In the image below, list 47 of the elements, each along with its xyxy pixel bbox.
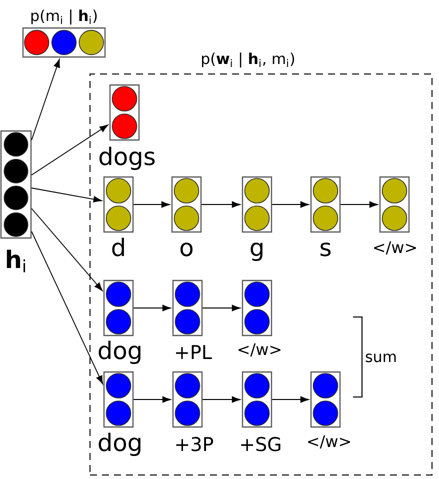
vector-box xyxy=(379,176,410,233)
arrow xyxy=(272,396,309,403)
arrow xyxy=(31,59,60,140)
vector-label: +3P xyxy=(176,436,214,452)
arrow xyxy=(31,208,103,291)
vector-box xyxy=(103,176,134,233)
group-frame xyxy=(90,74,432,476)
arrow xyxy=(201,201,240,208)
vector-label: </w> xyxy=(238,343,280,356)
vector-label: h$_{i}$ xyxy=(6,250,26,272)
arrow xyxy=(272,201,309,208)
vector-label: dog xyxy=(98,432,140,456)
vector-box xyxy=(109,84,140,141)
vector-box xyxy=(172,280,203,336)
arrow xyxy=(133,304,171,312)
vector-box xyxy=(103,371,134,428)
arrow xyxy=(133,201,170,208)
arrow xyxy=(133,396,171,403)
vector-label: </w> xyxy=(374,241,416,254)
arrow xyxy=(202,396,240,403)
vector-box xyxy=(0,130,32,239)
arrow xyxy=(202,304,240,312)
vector-box xyxy=(171,176,202,233)
vector-label: g xyxy=(250,242,262,261)
arrow xyxy=(31,231,104,384)
arrow xyxy=(31,124,108,176)
vector-label: o xyxy=(180,242,193,256)
vector-box xyxy=(242,176,272,233)
vector-label: </w> xyxy=(308,435,350,448)
vector-box xyxy=(310,176,341,233)
vector-label: +PL xyxy=(176,345,212,359)
vector-label: d xyxy=(112,238,124,256)
vector-box xyxy=(103,280,134,336)
vector-box xyxy=(242,371,272,428)
probability-label: p(w$_{i}$ | h$_{i}$, m$_{i}$) xyxy=(202,52,294,68)
arrow xyxy=(31,188,102,202)
vector-box xyxy=(310,371,341,428)
arrow xyxy=(340,201,378,208)
vector-box xyxy=(172,371,203,428)
probability-label: p(m$_{i}$ | h$_{i}$) xyxy=(31,10,97,25)
vector-box xyxy=(242,280,272,336)
vector-box xyxy=(22,27,106,58)
vector-label: dogs xyxy=(100,146,155,170)
vector-label: +SG xyxy=(241,436,280,452)
bracket-label: sum xyxy=(366,354,396,362)
vector-label: dog xyxy=(98,340,140,364)
vector-label: s xyxy=(320,242,331,256)
